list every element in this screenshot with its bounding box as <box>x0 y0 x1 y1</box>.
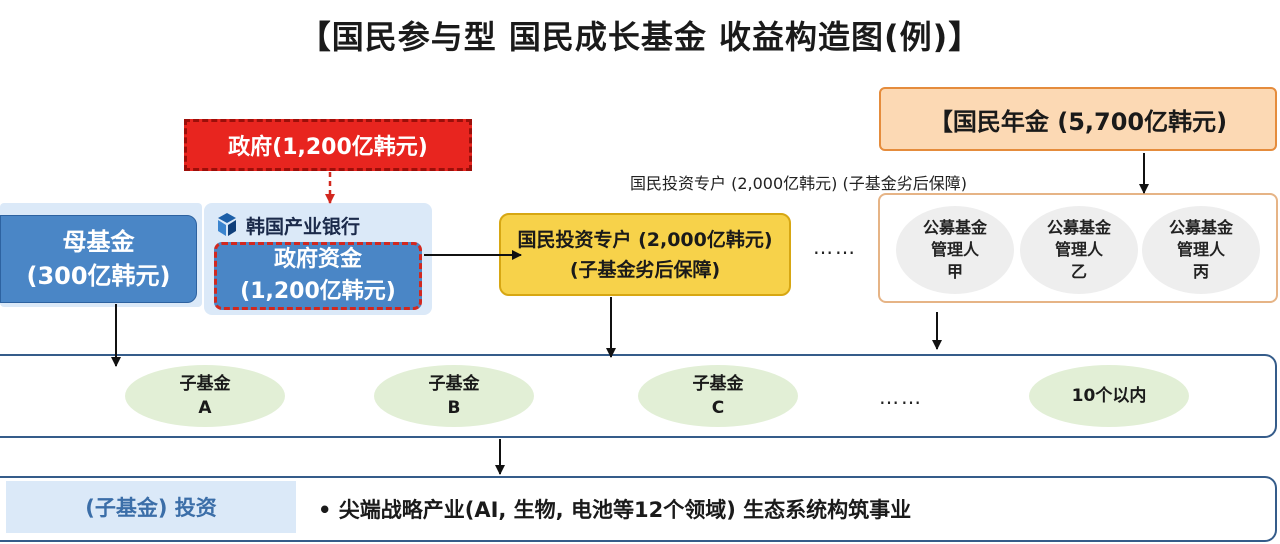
pension-box: 【国民年金 (5,700亿韩元) <box>879 87 1277 151</box>
kdb-logo-icon <box>218 213 236 236</box>
fund-manager-line2: 管理人 <box>930 240 979 259</box>
fund-manager-line1: 公募基金 <box>922 218 987 237</box>
subfund-id: B <box>447 398 461 418</box>
pension-note: 国民投资专户 (2,000亿韩元) (子基金劣后保障) <box>630 174 967 193</box>
ellipsis-top: …… <box>813 235 857 259</box>
special-account-box: 国民投资专户 (2,000亿韩元) (子基金劣后保障) <box>499 213 791 296</box>
fund-manager-line3: 丙 <box>1192 262 1209 281</box>
fund-manager-a: 公募基金 管理人 甲 <box>896 206 1014 294</box>
mother-fund-amount: (300亿韩元) <box>26 262 171 290</box>
government-fund-amount: (1,200亿韩元) <box>240 279 396 304</box>
fund-manager-line1: 公募基金 <box>1168 218 1233 237</box>
investment-label: (子基金) 投资 <box>6 481 296 533</box>
subfund-b: 子基金 B <box>374 365 534 427</box>
fund-manager-c: 公募基金 管理人 丙 <box>1142 206 1260 294</box>
subfund-label: 子基金 <box>179 374 231 394</box>
special-account-note: (子基金劣后保障) <box>569 258 721 281</box>
ellipsis-subfunds: …… <box>879 385 923 409</box>
subfund-label: 子基金 <box>428 374 480 394</box>
subfund-a: 子基金 A <box>125 365 285 427</box>
subfund-limit-label: 10个以内 <box>1071 386 1147 406</box>
government-box: 政府(1,200亿韩元) <box>184 119 472 171</box>
fund-manager-line2: 管理人 <box>1176 240 1225 259</box>
subfund-limit: 10个以内 <box>1029 365 1189 427</box>
subfund-label: 子基金 <box>692 374 744 394</box>
diagram-title: 【国民参与型 国民成长基金 收益构造图(例)】 <box>298 18 982 56</box>
fund-manager-b: 公募基金 管理人 乙 <box>1020 206 1138 294</box>
government-fund-label: 政府资金 <box>273 247 362 272</box>
special-account-label: 国民投资专户 (2,000亿韩元) <box>517 228 773 251</box>
investment-description: • 尖端战略产业(AI, 生物, 电池等12个领域) 生态系统构筑事业 <box>318 498 912 522</box>
fund-manager-line2: 管理人 <box>1054 240 1103 259</box>
fund-manager-line1: 公募基金 <box>1046 218 1111 237</box>
government-fund-box: 政府资金 (1,200亿韩元) <box>214 242 422 310</box>
mother-fund-box: 母基金 (300亿韩元) <box>0 215 197 303</box>
bank-header: 韩国产业银行 <box>214 208 424 242</box>
subfund-id: C <box>711 398 725 418</box>
fund-manager-line3: 甲 <box>946 262 963 281</box>
fund-manager-line3: 乙 <box>1070 262 1087 281</box>
bank-name: 韩国产业银行 <box>246 215 361 238</box>
subfund-id: A <box>198 398 212 418</box>
subfund-c: 子基金 C <box>638 365 798 427</box>
mother-fund-label: 母基金 <box>62 228 135 256</box>
